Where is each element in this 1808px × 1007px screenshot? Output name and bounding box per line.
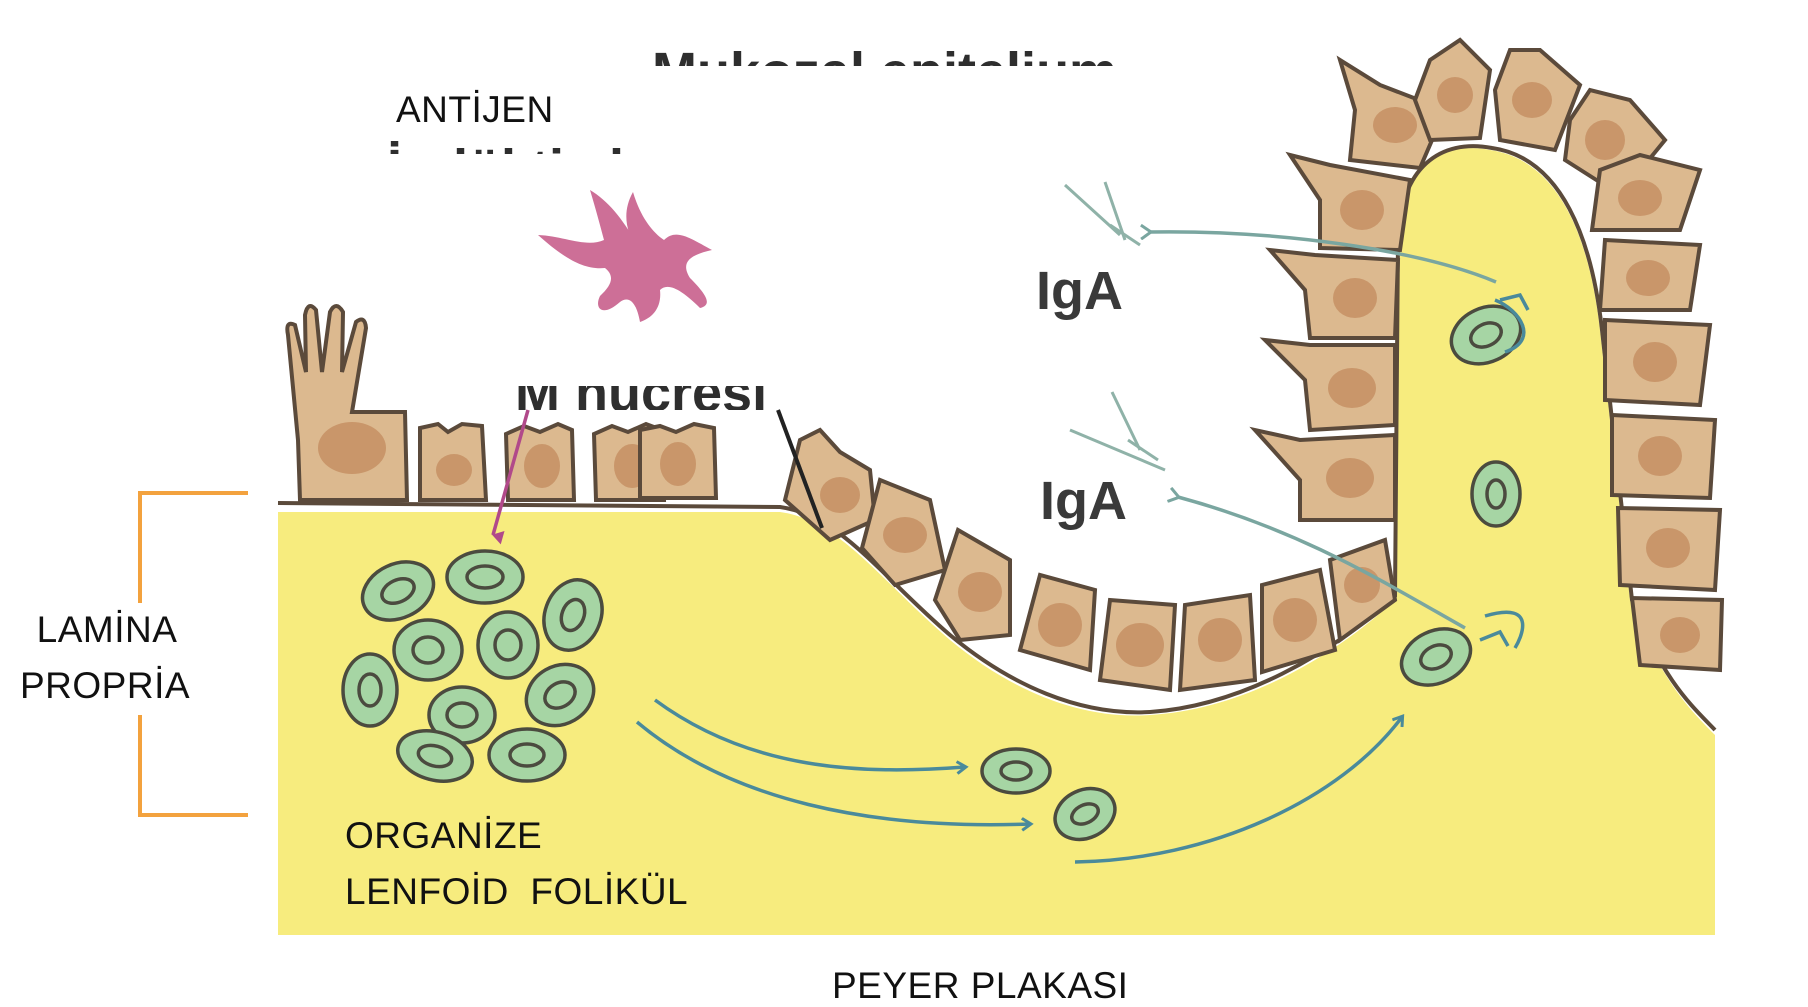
lamina-propria-line2: PROPRİA [20, 658, 190, 714]
peyer-patch-label: PEYER PLAKASI [832, 965, 1128, 1007]
lamina-propria-line1: LAMİNA [20, 602, 190, 658]
antigen-cell [538, 190, 712, 322]
organized-follicle-line1: ORGANİZE [345, 808, 688, 864]
faded-m-cell-label: M hücresi [515, 386, 767, 410]
faded-induction-site-label: İndükti alan [387, 140, 687, 154]
faded-mucosal-epithelium-label: Mukozal epitelium [652, 22, 1117, 66]
organized-follicle-label: ORGANİZE LENFOİD FOLİKÜL [345, 808, 688, 920]
organized-follicle-line2: LENFOİD FOLİKÜL [345, 864, 688, 920]
iga-antibodies [1065, 182, 1165, 470]
antigen-label: ANTİJEN [396, 89, 554, 131]
lamina-propria-label: LAMİNA PROPRİA [20, 602, 190, 714]
iga-label-top: IgA [1036, 260, 1123, 322]
iga-label-bottom: IgA [1040, 470, 1127, 532]
